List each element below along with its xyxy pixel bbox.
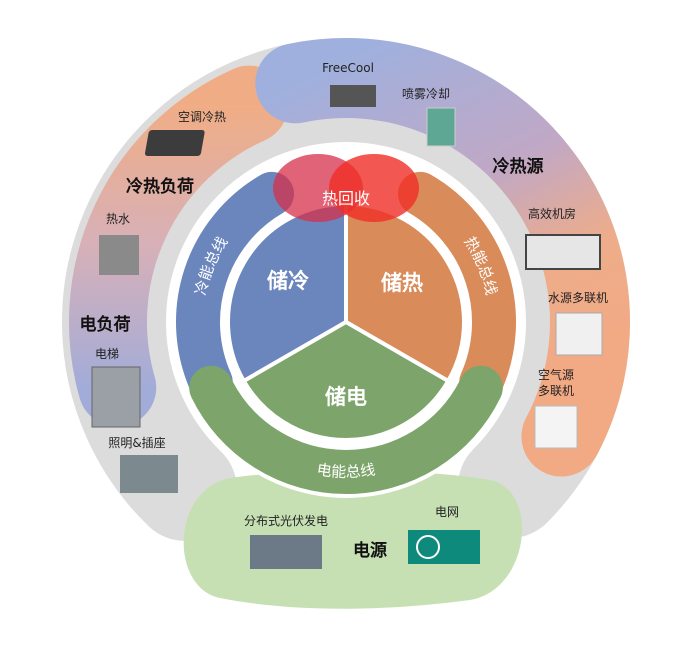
heat-storage-label: 储热	[381, 271, 423, 295]
cold-heat-load-zone	[69, 65, 289, 427]
spray-cooling-image	[426, 107, 456, 147]
ac-label: 空调冷热	[178, 110, 226, 124]
heat-recovery-label: 热回收	[322, 189, 370, 208]
grid-label: 电网	[435, 505, 459, 519]
power-load-title: 电负荷	[80, 314, 131, 335]
freecool-image	[330, 85, 376, 107]
power-source-zone	[183, 470, 523, 609]
heat-recovery-right	[329, 154, 419, 222]
freecool-label: FreeCool	[322, 61, 374, 75]
elevator-image	[91, 366, 141, 428]
lighting-socket-image	[120, 455, 178, 493]
water-source-vrf-label: 水源多联机	[548, 291, 608, 305]
efficient-plant-label: 高效机房	[528, 206, 576, 221]
lighting-socket-label: 照明&插座	[108, 435, 165, 450]
power-storage-sector	[241, 319, 451, 442]
cold-heat-source-zone	[255, 38, 630, 477]
cold-energy-bus	[176, 171, 294, 405]
cold-heat-load-title: 冷热负荷	[126, 176, 194, 197]
state-grid-logo	[408, 530, 480, 564]
air-source-vrf-image	[534, 405, 578, 449]
cold-heat-source-title: 冷热源	[493, 156, 544, 177]
water-source-vrf-image	[555, 312, 603, 356]
state-grid-logo-mark	[416, 535, 440, 559]
power-storage-label: 储电	[325, 385, 367, 409]
hot-water-image	[99, 235, 139, 275]
vrf-label: 多联机	[538, 384, 574, 398]
solar-pv-label: 分布式光伏发电	[244, 513, 328, 528]
solar-pv-image	[250, 535, 322, 569]
air-source-label: 空气源	[538, 367, 574, 382]
ac-unit-image	[144, 130, 205, 156]
cold-storage-label: 储冷	[267, 269, 309, 293]
power-source-title: 电源	[353, 540, 387, 561]
power-bus-label: 电能总线	[316, 460, 377, 481]
elevator-label: 电梯	[95, 347, 119, 361]
hot-water-label: 热水	[106, 212, 130, 226]
spray-cooling-label: 喷雾冷却	[402, 87, 450, 101]
power-energy-bus	[189, 365, 503, 494]
efficient-plant-image	[525, 234, 601, 270]
heat-energy-bus	[398, 171, 516, 405]
